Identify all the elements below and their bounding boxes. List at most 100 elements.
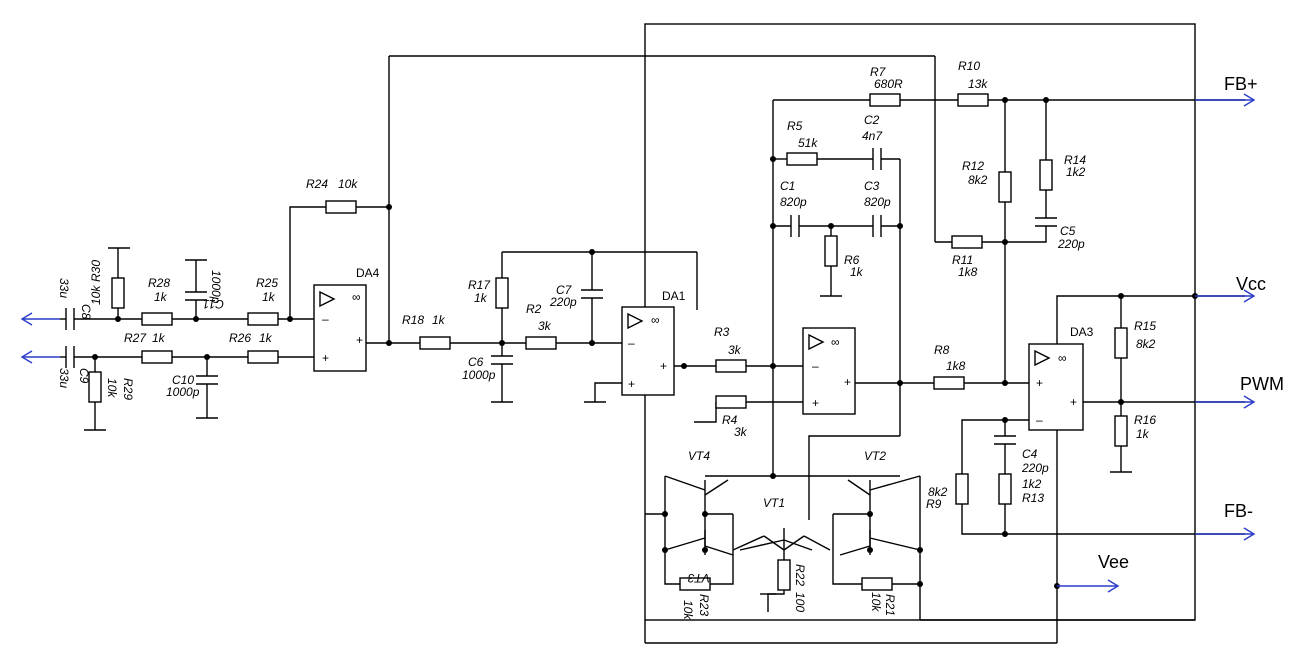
r15-label: R15	[1134, 319, 1156, 333]
resistor-r24	[325, 200, 357, 214]
resistor-r28	[141, 312, 173, 326]
r18-value: 1k	[432, 313, 446, 327]
r3-value: 3k	[728, 343, 742, 357]
r21-value: 10k	[869, 592, 883, 612]
transistor-vt4	[664, 475, 729, 502]
resistor-r13	[998, 473, 1012, 505]
opamp-da3	[1028, 343, 1084, 431]
da2-symbol: ∞	[831, 335, 840, 349]
resistor-r18	[419, 336, 451, 350]
resistor-r3	[715, 359, 747, 373]
r28-value: 1k	[154, 290, 168, 304]
da1-label: DA1	[662, 289, 686, 303]
r30-label: R30	[89, 260, 103, 282]
c10-label: C10	[172, 373, 194, 387]
r25-value: 1k	[262, 290, 276, 304]
da1-minus: –	[628, 336, 635, 350]
r5-label: R5	[787, 119, 803, 133]
resistor-r7	[869, 93, 901, 107]
capacitor-c3	[872, 215, 882, 237]
c9-label: C9	[77, 368, 91, 384]
c8-value: 33u	[57, 278, 71, 298]
c11-label: C11	[203, 297, 224, 311]
r2-value: 3k	[538, 319, 552, 333]
vt4-label: VT4	[688, 449, 710, 463]
resistor-r27	[141, 350, 173, 364]
r11-label: R11	[952, 253, 973, 267]
r22-label: R22	[793, 564, 807, 586]
capacitor-c8	[65, 308, 75, 330]
r27-label: R27	[124, 331, 147, 345]
resistor-r15	[1114, 327, 1128, 359]
capacitor-c2	[872, 148, 882, 170]
c8-label: C8	[79, 304, 93, 320]
r24-label: R24	[306, 177, 328, 191]
c11-value: 1000p	[209, 270, 223, 304]
c6-value: 1000p	[462, 368, 496, 382]
resistor-r4	[715, 395, 747, 409]
c1-value: 820p	[780, 195, 807, 209]
r18-label: R18	[402, 313, 424, 327]
r10-label: R10	[958, 59, 980, 73]
da2-plus: +	[812, 396, 819, 410]
da4-label: DA4	[356, 266, 380, 280]
r4-value: 3k	[734, 425, 748, 439]
capacitor-c5	[1035, 217, 1057, 227]
r12-label: R12	[962, 159, 984, 173]
resistor-r26	[247, 350, 279, 364]
da3-minus: –	[1036, 413, 1043, 427]
r24-value: 10k	[338, 177, 358, 191]
opamp-da4	[313, 284, 367, 372]
r11-value: 1k8	[958, 265, 978, 279]
capacitor-c6	[491, 355, 513, 365]
resistor-r2	[525, 336, 557, 350]
resistor-r14	[1039, 159, 1053, 191]
c3-value: 820p	[864, 195, 891, 209]
r14-value: 1k2	[1066, 165, 1086, 179]
resistor-r12	[998, 171, 1012, 203]
capacitor-c7	[581, 289, 603, 299]
da2-minus: –	[812, 359, 819, 373]
da2-out-plus: +	[844, 375, 851, 389]
r29-value: 10k	[105, 378, 119, 398]
resistor-r17	[495, 277, 509, 309]
r3-label: R3	[714, 325, 730, 339]
r7-value: 680R	[874, 77, 903, 91]
capacitor-c9	[65, 346, 75, 368]
c7-value: 220p	[549, 295, 577, 309]
resistor-r6	[824, 235, 838, 267]
r29-label: R29	[121, 378, 135, 400]
resistor-r30	[111, 277, 125, 309]
r6-label: R6	[844, 253, 860, 267]
vt2-label: VT2	[864, 449, 886, 463]
da4-out-plus: +	[356, 333, 363, 347]
resistor-r16	[1114, 415, 1128, 447]
da4-plus: +	[322, 351, 329, 365]
r28-label: R28	[148, 276, 170, 290]
r17-value: 1k	[474, 291, 488, 305]
da1-symbol: ∞	[651, 313, 660, 327]
r8-value: 1k8	[946, 359, 966, 373]
da3-label: DA3	[1070, 325, 1094, 339]
transistor-vt2	[847, 475, 921, 502]
c7-label: C7	[556, 283, 573, 297]
capacitor-c4	[994, 435, 1016, 445]
c4-value: 220p	[1021, 461, 1049, 475]
r30-value: 10k	[89, 285, 103, 305]
r9-label: R9	[926, 497, 942, 511]
c1-label: C1	[780, 179, 795, 193]
da3-out-plus: +	[1070, 395, 1077, 409]
resistor-r22	[777, 559, 791, 591]
resistor-r11	[951, 235, 983, 249]
capacitor-c10	[196, 375, 218, 385]
port-pwm: PWM	[1240, 374, 1284, 394]
port-fb-minus: FB-	[1224, 501, 1253, 521]
c5-label: C5	[1060, 224, 1076, 238]
resistor-r21	[861, 577, 893, 591]
r6-value: 1k	[850, 265, 864, 279]
resistor-r5	[786, 152, 818, 166]
resistor-r10	[957, 93, 989, 107]
r15-value: 8k2	[1136, 337, 1156, 351]
r21-label: R21	[883, 594, 897, 616]
